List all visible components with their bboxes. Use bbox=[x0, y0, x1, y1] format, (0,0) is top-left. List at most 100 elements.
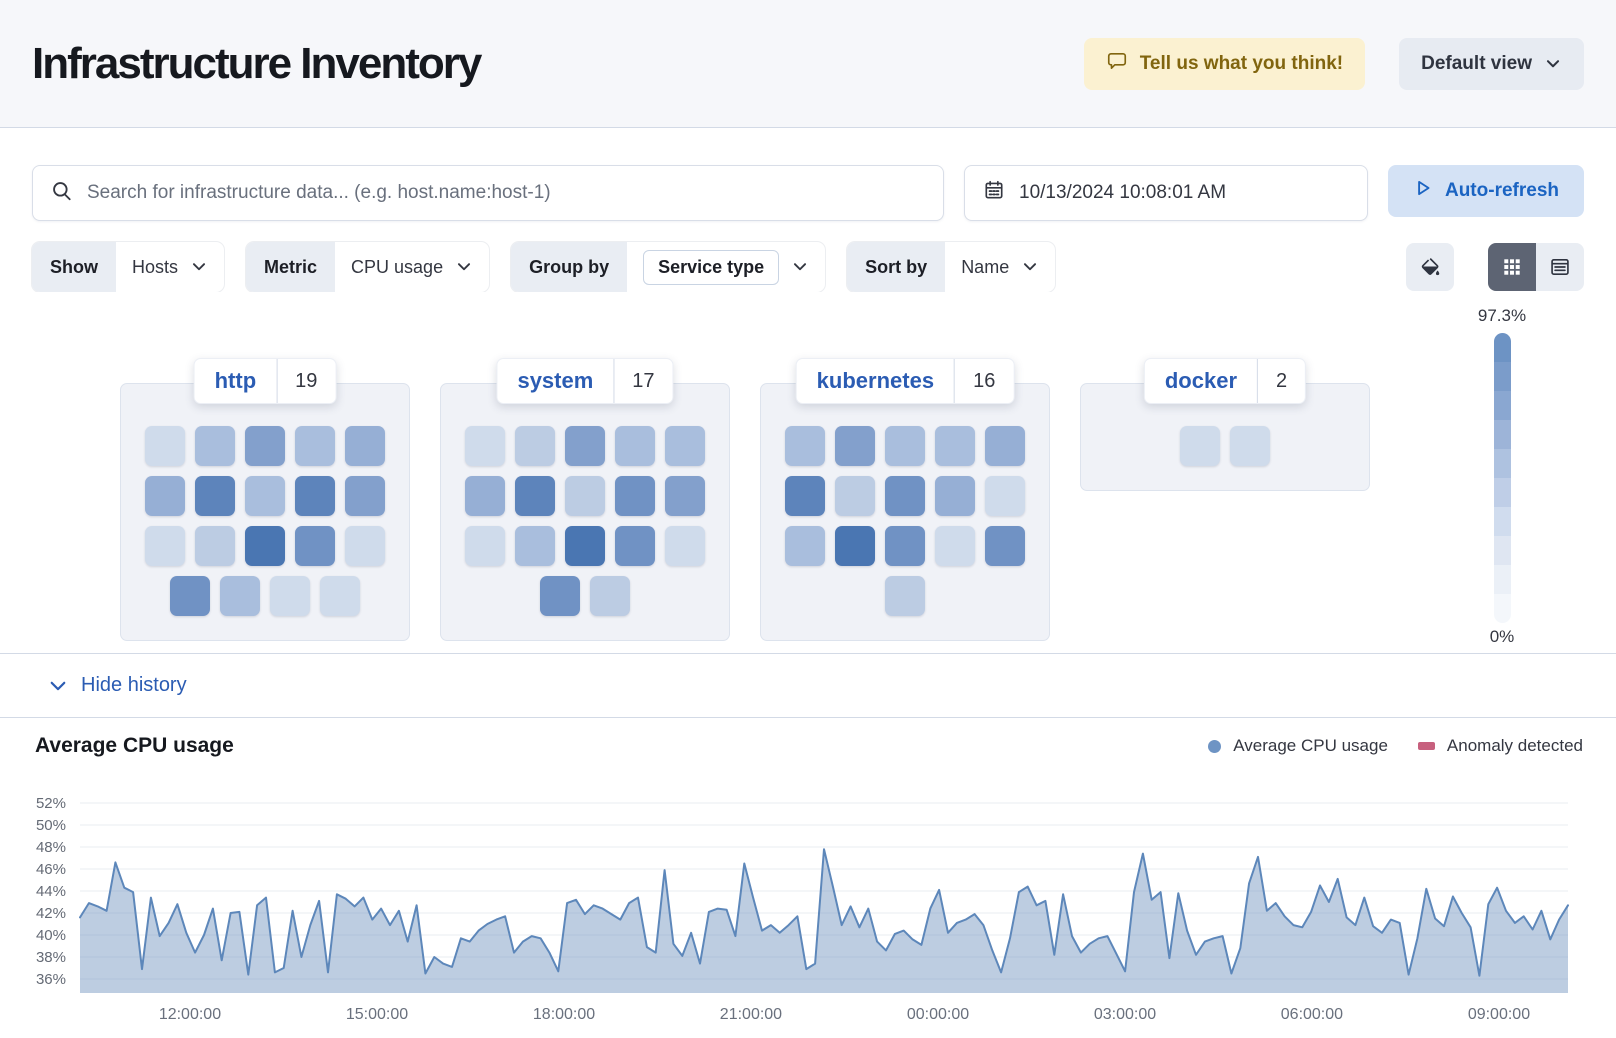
group-name-link[interactable]: http bbox=[195, 368, 277, 394]
y-axis-tick-label: 52% bbox=[36, 795, 66, 812]
group-name-link[interactable]: system bbox=[497, 368, 613, 394]
scale-segment bbox=[1494, 478, 1511, 507]
host-tile[interactable] bbox=[935, 426, 975, 466]
host-tile[interactable] bbox=[465, 426, 505, 466]
host-tile[interactable] bbox=[835, 426, 875, 466]
host-tile[interactable] bbox=[590, 576, 630, 616]
host-tile[interactable] bbox=[565, 476, 605, 516]
host-tile[interactable] bbox=[295, 426, 335, 466]
host-tile[interactable] bbox=[885, 576, 925, 616]
group-name-link[interactable]: kubernetes bbox=[797, 368, 954, 394]
host-tile[interactable] bbox=[1180, 426, 1220, 466]
toolbar-area: 10/13/2024 10:08:01 AM Auto-refresh Show… bbox=[0, 128, 1616, 292]
host-tile[interactable] bbox=[515, 476, 555, 516]
tile-row bbox=[121, 526, 409, 566]
y-axis-tick-label: 50% bbox=[36, 817, 66, 834]
page-header: Infrastructure Inventory Tell us what yo… bbox=[0, 0, 1616, 128]
host-tile[interactable] bbox=[1230, 426, 1270, 466]
host-tile[interactable] bbox=[615, 426, 655, 466]
host-tile[interactable] bbox=[985, 426, 1025, 466]
host-tile[interactable] bbox=[345, 526, 385, 566]
host-tile[interactable] bbox=[885, 426, 925, 466]
auto-refresh-button[interactable]: Auto-refresh bbox=[1388, 165, 1584, 217]
host-tile[interactable] bbox=[885, 526, 925, 566]
chevron-down-icon bbox=[1021, 258, 1039, 276]
host-tile[interactable] bbox=[465, 526, 505, 566]
host-tile[interactable] bbox=[195, 526, 235, 566]
grid-view-button[interactable] bbox=[1488, 243, 1536, 291]
host-tile[interactable] bbox=[785, 426, 825, 466]
host-tile[interactable] bbox=[665, 426, 705, 466]
host-tile[interactable] bbox=[985, 526, 1025, 566]
default-view-button[interactable]: Default view bbox=[1399, 38, 1584, 90]
group-host-count: 19 bbox=[277, 370, 335, 393]
host-tile[interactable] bbox=[565, 526, 605, 566]
sort-by-control[interactable]: Sort by Name bbox=[847, 242, 1055, 292]
host-tile[interactable] bbox=[985, 476, 1025, 516]
default-view-label: Default view bbox=[1421, 53, 1532, 75]
feedback-label: Tell us what you think! bbox=[1140, 53, 1343, 75]
host-tile[interactable] bbox=[835, 476, 875, 516]
host-tile[interactable] bbox=[345, 426, 385, 466]
host-tile[interactable] bbox=[785, 476, 825, 516]
cpu-usage-area-fill bbox=[80, 849, 1568, 993]
hide-history-toggle[interactable]: Hide history bbox=[48, 674, 187, 697]
service-group-panel-kubernetes: kubernetes16 bbox=[760, 383, 1050, 641]
host-tile[interactable] bbox=[665, 476, 705, 516]
host-tile[interactable] bbox=[565, 426, 605, 466]
show-control[interactable]: Show Hosts bbox=[32, 242, 224, 292]
host-tile[interactable] bbox=[665, 526, 705, 566]
group-name-link[interactable]: docker bbox=[1145, 368, 1257, 394]
feedback-button[interactable]: Tell us what you think! bbox=[1084, 38, 1365, 90]
history-chart-section: Average CPU usage Average CPU usageAnoma… bbox=[0, 718, 1616, 1038]
host-tile[interactable] bbox=[785, 526, 825, 566]
host-tile[interactable] bbox=[465, 476, 505, 516]
host-tile[interactable] bbox=[270, 576, 310, 616]
tile-row bbox=[121, 476, 409, 516]
host-tile[interactable] bbox=[615, 526, 655, 566]
host-tile[interactable] bbox=[320, 576, 360, 616]
host-tile[interactable] bbox=[515, 426, 555, 466]
host-tile[interactable] bbox=[835, 526, 875, 566]
host-tile[interactable] bbox=[885, 476, 925, 516]
cpu-usage-area-chart[interactable]: 52%50%48%46%44%42%40%38%36%12:00:0015:00… bbox=[0, 718, 1616, 1038]
host-tile[interactable] bbox=[195, 426, 235, 466]
chevron-down-icon bbox=[455, 258, 473, 276]
host-tile[interactable] bbox=[515, 526, 555, 566]
host-tile[interactable] bbox=[295, 526, 335, 566]
host-tile[interactable] bbox=[615, 476, 655, 516]
table-view-button[interactable] bbox=[1536, 243, 1584, 291]
host-tile[interactable] bbox=[245, 526, 285, 566]
chart-header: Average CPU usage Average CPU usageAnoma… bbox=[35, 734, 1583, 758]
metric-control[interactable]: Metric CPU usage bbox=[246, 242, 489, 292]
legend-label: Anomaly detected bbox=[1447, 736, 1583, 756]
host-tile[interactable] bbox=[540, 576, 580, 616]
color-palette-button[interactable] bbox=[1406, 243, 1454, 291]
host-tile[interactable] bbox=[145, 426, 185, 466]
group-by-control[interactable]: Group by Service type bbox=[511, 242, 825, 292]
host-tile[interactable] bbox=[145, 526, 185, 566]
host-tile[interactable] bbox=[935, 476, 975, 516]
host-tile[interactable] bbox=[345, 476, 385, 516]
group-host-count: 2 bbox=[1258, 370, 1305, 393]
host-tile[interactable] bbox=[195, 476, 235, 516]
search-input[interactable] bbox=[87, 182, 925, 204]
x-axis-tick-label: 15:00:00 bbox=[346, 1006, 408, 1023]
host-tile[interactable] bbox=[220, 576, 260, 616]
legend-item[interactable]: Average CPU usage bbox=[1208, 736, 1388, 756]
host-tile[interactable] bbox=[145, 476, 185, 516]
scale-segment bbox=[1494, 362, 1511, 391]
host-tile[interactable] bbox=[170, 576, 210, 616]
service-groups: http19system17kubernetes16docker2 bbox=[120, 383, 1370, 641]
tile-row bbox=[441, 426, 729, 466]
host-tile[interactable] bbox=[245, 476, 285, 516]
legend-item[interactable]: Anomaly detected bbox=[1418, 736, 1583, 756]
date-picker[interactable]: 10/13/2024 10:08:01 AM bbox=[964, 165, 1368, 221]
host-tile[interactable] bbox=[245, 426, 285, 466]
host-tile[interactable] bbox=[935, 526, 975, 566]
y-axis-tick-label: 44% bbox=[36, 883, 66, 900]
group-by-value-pill[interactable]: Service type bbox=[643, 250, 779, 285]
play-icon bbox=[1413, 178, 1433, 204]
host-tile[interactable] bbox=[295, 476, 335, 516]
search-box bbox=[32, 165, 944, 221]
